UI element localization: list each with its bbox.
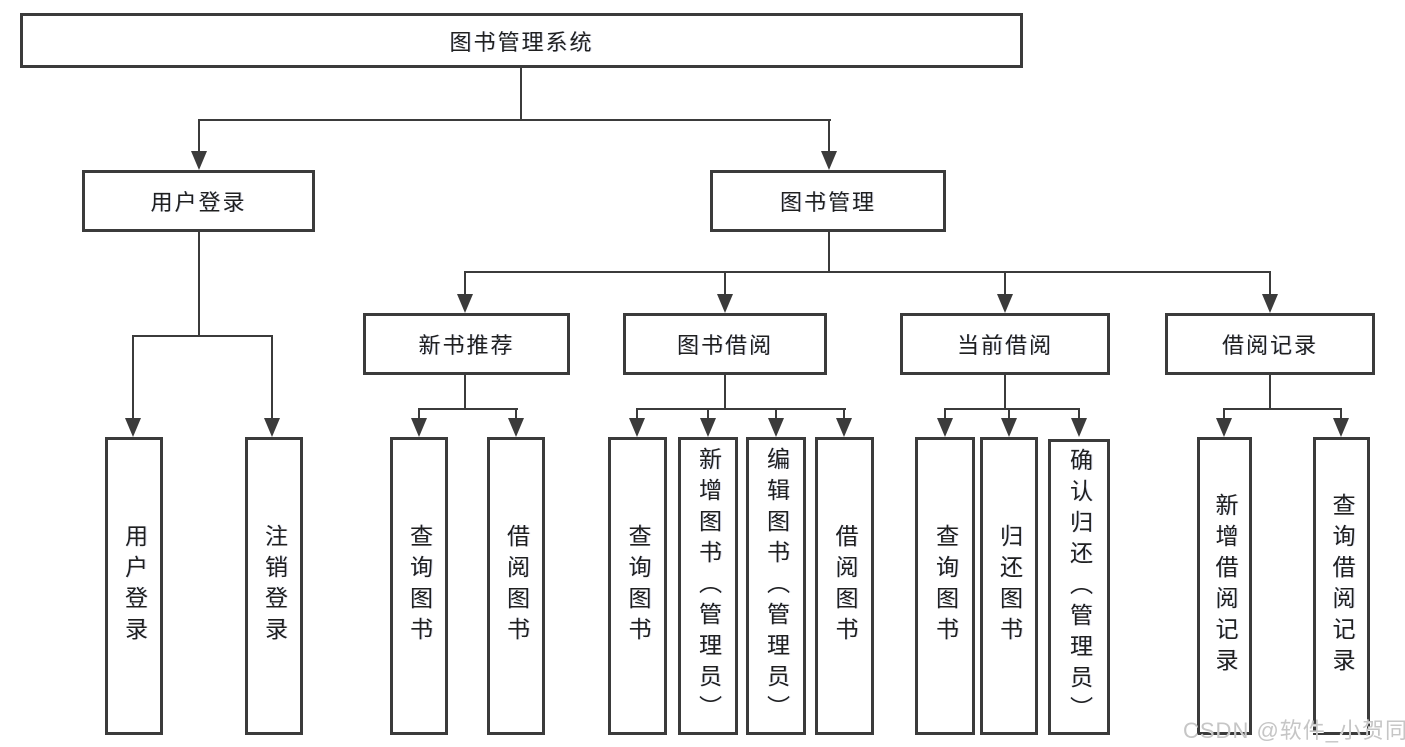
arrow-down-icon (264, 418, 280, 437)
node-label: 用户登录 (150, 190, 247, 215)
arrow-down-icon (1333, 418, 1349, 437)
connector-line (1223, 408, 1342, 410)
leaf-query-books-borrowing: 查询图书 (608, 437, 667, 735)
connector-line (828, 232, 830, 273)
node-current-borrowing: 当前借阅 (900, 313, 1110, 375)
leaf-confirm-return-admin: 确认归还（管理员） (1048, 439, 1110, 735)
leaf-edit-books-admin: 编辑图书（管理员） (746, 437, 806, 735)
node-book-management: 图书管理 (710, 170, 946, 232)
leaf-query-borrow-record: 查询借阅记录 (1313, 437, 1370, 735)
arrow-down-icon (1262, 294, 1278, 313)
leaf-add-borrow-record: 新增借阅记录 (1197, 437, 1252, 735)
connector-line (944, 408, 1080, 410)
connector-line (198, 119, 200, 159)
node-label: 当前借阅 (956, 333, 1053, 358)
connector-line (636, 408, 846, 410)
node-borrow-records: 借阅记录 (1165, 313, 1375, 375)
arrow-down-icon (821, 151, 837, 170)
leaf-label: 归还图书 (996, 524, 1023, 648)
arrow-down-icon (717, 294, 733, 313)
node-label: 借阅记录 (1221, 333, 1318, 358)
connector-line (520, 68, 522, 121)
connector-line (132, 335, 273, 337)
leaf-return-books: 归还图书 (980, 437, 1038, 735)
arrow-down-icon (836, 418, 852, 437)
connector-line (418, 408, 518, 410)
leaf-add-books-admin: 新增图书（管理员） (678, 437, 738, 735)
leaf-label: 用户登录 (121, 524, 148, 648)
node-user-login: 用户登录 (82, 170, 315, 232)
connector-line (1269, 271, 1271, 299)
leaf-label: 编辑图书（管理员） (763, 446, 790, 726)
arrow-down-icon (191, 151, 207, 170)
node-label: 图书借阅 (676, 333, 773, 358)
node-label: 新书推荐 (418, 333, 515, 358)
arrow-down-icon (508, 418, 524, 437)
connector-line (464, 375, 466, 410)
connector-line (271, 335, 273, 427)
arrow-down-icon (997, 294, 1013, 313)
arrow-down-icon (1216, 418, 1232, 437)
arrow-down-icon (1071, 418, 1087, 437)
leaf-user-login: 用户登录 (105, 437, 163, 735)
connector-line (1004, 375, 1006, 410)
node-label: 图书管理 (779, 190, 876, 215)
node-new-book-recommend: 新书推荐 (363, 313, 570, 375)
connector-line (198, 232, 200, 337)
arrow-down-icon (411, 418, 427, 437)
arrow-down-icon (700, 418, 716, 437)
csdn-watermark: CSDN @软件_小贺同学 (1183, 718, 1405, 743)
leaf-borrow-books: 借阅图书 (815, 437, 874, 735)
connector-line (1269, 375, 1271, 410)
leaf-label: 借阅图书 (503, 524, 530, 648)
arrow-down-icon (768, 418, 784, 437)
leaf-label: 查询图书 (406, 524, 433, 648)
connector-line (724, 375, 726, 410)
connector-line (724, 271, 726, 299)
node-book-borrowing: 图书借阅 (623, 313, 827, 375)
connector-line (1004, 271, 1006, 299)
leaf-label: 查询图书 (932, 524, 959, 648)
leaf-label: 注销登录 (261, 524, 288, 648)
arrow-down-icon (629, 418, 645, 437)
leaf-logout: 注销登录 (245, 437, 303, 735)
leaf-label: 查询借阅记录 (1329, 493, 1355, 679)
connector-line (132, 335, 134, 427)
leaf-label: 借阅图书 (832, 524, 858, 648)
arrow-down-icon (937, 418, 953, 437)
connector-line (198, 119, 831, 121)
connector-line (464, 271, 1271, 273)
connector-line (464, 271, 466, 299)
node-library-management-system: 图书管理系统 (20, 13, 1023, 68)
leaf-label: 查询图书 (625, 524, 651, 648)
leaf-label: 新增借阅记录 (1212, 493, 1238, 679)
arrow-down-icon (125, 418, 141, 437)
leaf-query-books-recommend: 查询图书 (390, 437, 448, 735)
arrow-down-icon (457, 294, 473, 313)
node-label: 图书管理系统 (449, 29, 594, 55)
leaf-borrow-books-recommend: 借阅图书 (487, 437, 545, 735)
leaf-label: 确认归还（管理员） (1066, 447, 1093, 727)
leaf-query-books-current: 查询图书 (915, 437, 975, 735)
connector-line (828, 119, 830, 159)
leaf-label: 新增图书（管理员） (695, 446, 722, 726)
arrow-down-icon (1001, 418, 1017, 437)
